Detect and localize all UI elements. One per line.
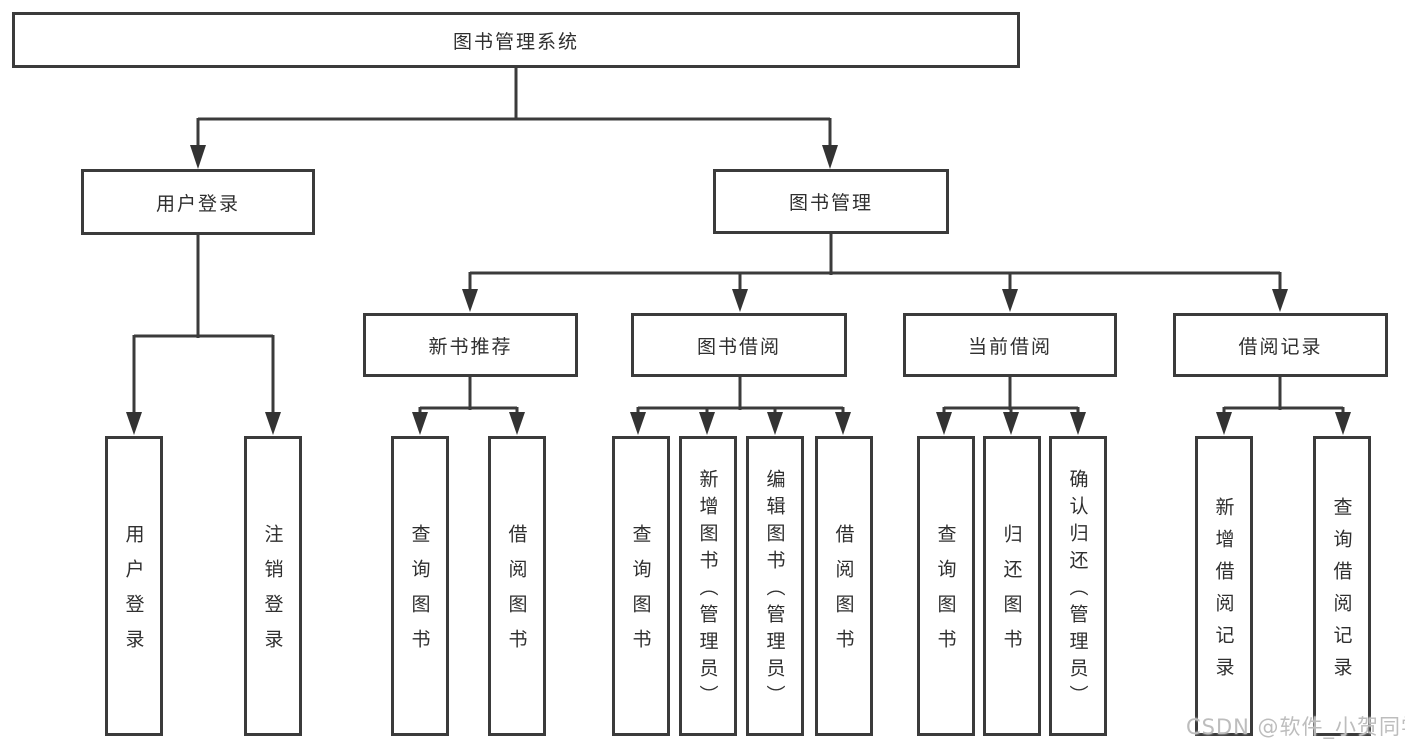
- leaf-borrow-add-books-admin: 新增图书（管理员）: [679, 436, 737, 736]
- leaf-label: 查询图书: [934, 524, 957, 664]
- node-label: 用户登录: [155, 192, 240, 215]
- node-new-book-recommend: 新书推荐: [363, 313, 578, 377]
- node-label: 图书管理: [788, 192, 873, 214]
- node-label: 借阅记录: [1238, 335, 1323, 358]
- leaf-borrow-query-books: 查询图书: [612, 436, 670, 736]
- leaf-label: 新增图书（管理员）: [696, 468, 719, 712]
- leaf-records-query-borrow-record: 查询借阅记录: [1313, 436, 1371, 736]
- leaf-label: 查询借阅记录: [1330, 496, 1353, 689]
- leaf-records-add-borrow-record: 新增借阅记录: [1195, 436, 1253, 736]
- leaf-label: 查询图书: [629, 524, 652, 664]
- node-current-borrow: 当前借阅: [903, 313, 1117, 377]
- leaf-label: 确认归还（管理员）: [1066, 468, 1089, 712]
- leaf-current-query-books: 查询图书: [917, 436, 975, 736]
- leaf-recommend-query-books: 查询图书: [391, 436, 449, 736]
- leaf-label: 编辑图书（管理员）: [763, 468, 786, 712]
- node-book-borrow: 图书借阅: [631, 313, 847, 377]
- node-label: 图书管理系统: [452, 30, 579, 53]
- leaf-label: 借阅图书: [505, 524, 528, 664]
- leaf-borrow-edit-books-admin: 编辑图书（管理员）: [746, 436, 804, 736]
- leaf-label: 借阅图书: [832, 524, 855, 664]
- node-borrow-records: 借阅记录: [1173, 313, 1388, 377]
- leaf-recommend-borrow-books: 借阅图书: [488, 436, 546, 736]
- node-label: 图书借阅: [696, 335, 781, 358]
- leaf-logout: 注销登录: [244, 436, 302, 736]
- leaf-label: 新增借阅记录: [1212, 496, 1235, 689]
- csdn-watermark: CSDN @软件_小贺同学: [1186, 715, 1405, 739]
- node-user-login: 用户登录: [81, 169, 315, 235]
- leaf-current-return-books: 归还图书: [983, 436, 1041, 736]
- node-library-management-system: 图书管理系统: [12, 12, 1020, 68]
- leaf-label: 注销登录: [261, 524, 284, 664]
- leaf-label: 归还图书: [1000, 524, 1023, 664]
- node-book-management: 图书管理: [713, 169, 949, 234]
- leaf-label: 用户登录: [122, 524, 145, 664]
- leaf-user-login: 用户登录: [105, 436, 163, 736]
- node-label: 新书推荐: [428, 335, 513, 358]
- node-label: 当前借阅: [967, 335, 1052, 358]
- leaf-borrow-borrow-books: 借阅图书: [815, 436, 873, 736]
- leaf-label: 查询图书: [408, 524, 431, 664]
- leaf-current-confirm-return-admin: 确认归还（管理员）: [1049, 436, 1107, 736]
